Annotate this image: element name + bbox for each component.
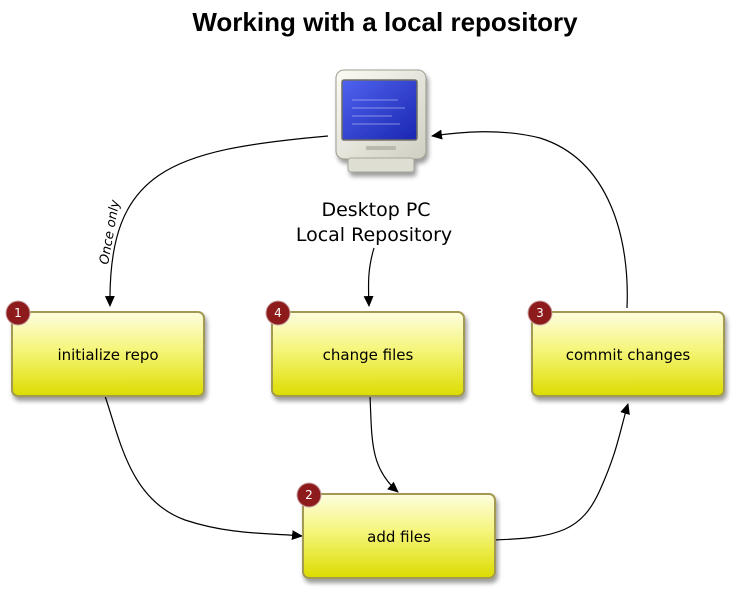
computer-caption-line2: Local Repository bbox=[296, 224, 452, 246]
edge-add-files-to-commit bbox=[491, 403, 630, 541]
step-add-files: add files 2 bbox=[296, 482, 496, 579]
edge-commit-to-computer bbox=[431, 129, 628, 309]
step-commit-changes: commit changes 3 bbox=[527, 300, 725, 397]
step-number: 2 bbox=[305, 488, 313, 502]
step-number-badge bbox=[265, 300, 291, 326]
step-label: change files bbox=[323, 346, 414, 364]
edge-caption-to-change-files bbox=[363, 247, 375, 307]
step-label: initialize repo bbox=[57, 346, 158, 364]
step-number: 1 bbox=[14, 306, 22, 320]
step-initialize-repo: initialize repo 1 bbox=[5, 300, 205, 397]
step-number-badge bbox=[296, 482, 322, 508]
edges bbox=[104, 129, 630, 541]
computer-caption-line1: Desktop PC bbox=[321, 199, 430, 221]
step-label: add files bbox=[367, 528, 431, 546]
step-number: 4 bbox=[274, 306, 282, 320]
edge-initialize-to-add-files bbox=[104, 395, 303, 541]
diagram-title: Working with a local repository bbox=[192, 7, 578, 37]
step-number-badge bbox=[5, 300, 31, 326]
step-number: 3 bbox=[536, 306, 544, 320]
desktop-computer-icon bbox=[335, 69, 427, 173]
step-change-files: change files 4 bbox=[265, 300, 465, 397]
step-label: commit changes bbox=[566, 346, 691, 364]
step-number-badge bbox=[527, 300, 553, 326]
edge-computer-to-initialize bbox=[104, 135, 329, 307]
edge-change-files-to-add-files bbox=[369, 395, 399, 493]
once-only-note: Once only bbox=[97, 199, 123, 266]
